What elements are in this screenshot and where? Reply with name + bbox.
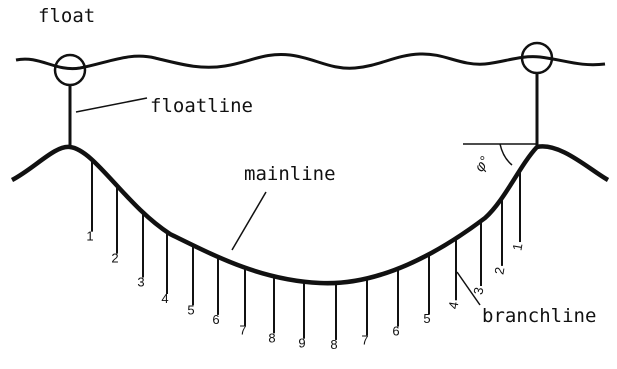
branchline-number: 9: [298, 336, 305, 351]
branchline-number: 3: [470, 286, 486, 296]
branchline-number: 4: [445, 300, 461, 310]
branchline-number: 2: [491, 266, 507, 276]
branchline-number: 3: [137, 275, 144, 290]
branchline-label: branchline: [482, 305, 596, 327]
branchline-number: 2: [111, 251, 118, 266]
branchline-number: 8: [330, 337, 337, 352]
branchline-number: 6: [212, 312, 219, 327]
floatline-pointer: [75, 97, 148, 113]
mainline-pointer: [231, 191, 267, 251]
floatline-label: floatline: [150, 95, 253, 117]
branchline-number: 5: [423, 311, 430, 326]
sea-surface-wave: [15, 52, 606, 71]
branchline-number: 5: [187, 302, 194, 317]
branchline-number: 7: [361, 332, 368, 347]
branchline-number: 7: [239, 323, 246, 338]
angle-arc: [499, 143, 513, 166]
branchline-pointer: [456, 271, 481, 306]
branchline-number: 1: [509, 242, 525, 252]
branchline-number: 8: [268, 330, 275, 345]
branchline-number: 4: [161, 291, 168, 306]
branchline-number: 6: [392, 324, 399, 339]
mainline-curve: [10, 144, 610, 286]
branchline-number: 1: [86, 229, 93, 244]
mainline-label: mainline: [244, 163, 336, 185]
angle-label: φ°: [471, 153, 493, 175]
float-label: float: [38, 5, 95, 27]
